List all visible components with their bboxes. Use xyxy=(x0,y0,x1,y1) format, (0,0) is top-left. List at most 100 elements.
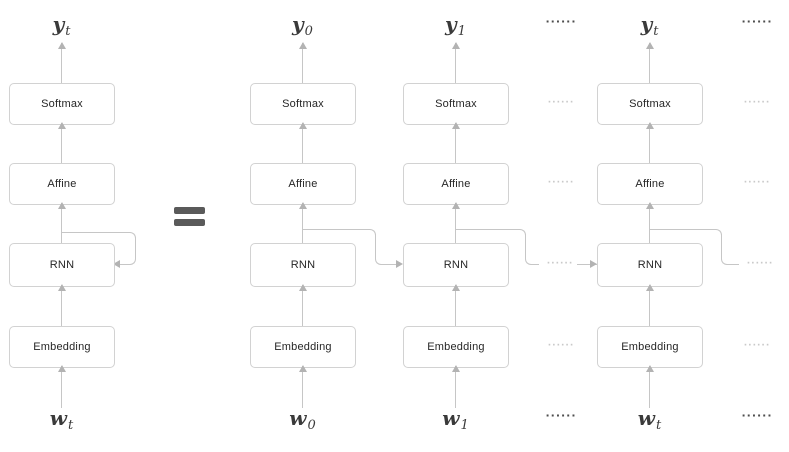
output-subscript: t xyxy=(65,24,71,39)
ellipsis-dots: ...... xyxy=(547,175,575,186)
input-var: w xyxy=(289,406,307,430)
embedding-label: Embedding xyxy=(621,341,679,353)
recurrent-forward-segment xyxy=(721,243,739,265)
recurrent-forward-segment xyxy=(525,243,539,265)
ellipsis-dots: ...... xyxy=(546,256,574,267)
recurrent-loop-segment xyxy=(61,232,136,248)
ellipsis-dots: ...... xyxy=(743,95,771,106)
equals-bar xyxy=(174,207,205,214)
ellipsis-dots: ...... xyxy=(743,175,771,186)
up-arrow xyxy=(452,42,460,83)
up-arrow xyxy=(646,42,654,83)
affine-label: Affine xyxy=(47,178,77,190)
recurrent-forward-arrowhead xyxy=(396,260,403,268)
affine-box: Affine xyxy=(9,163,115,205)
up-arrow xyxy=(299,365,307,408)
embedding-box: Embedding xyxy=(403,326,509,368)
up-arrow xyxy=(646,122,654,163)
recurrent-forward-segment xyxy=(649,229,722,244)
rnn-box: RNN xyxy=(597,243,703,287)
input-var: w xyxy=(49,406,67,430)
input-label: wt xyxy=(609,404,689,433)
output-var: y xyxy=(640,12,653,36)
recurrent-loop-segment xyxy=(119,247,136,265)
embedding-label: Embedding xyxy=(33,341,91,353)
output-var: y xyxy=(52,12,65,36)
rnn-label: RNN xyxy=(49,259,75,271)
softmax-label: Softmax xyxy=(435,98,477,110)
affine-label: Affine xyxy=(441,178,471,190)
up-arrow xyxy=(452,284,460,326)
embedding-box: Embedding xyxy=(597,326,703,368)
softmax-label: Softmax xyxy=(41,98,83,110)
up-arrow xyxy=(452,365,460,408)
softmax-label: Softmax xyxy=(282,98,324,110)
softmax-box: Softmax xyxy=(250,83,356,125)
up-arrow xyxy=(299,42,307,83)
up-arrow xyxy=(58,42,66,83)
up-arrow xyxy=(58,122,66,163)
up-arrow xyxy=(299,284,307,326)
embedding-box: Embedding xyxy=(250,326,356,368)
output-var: y xyxy=(445,12,457,36)
output-subscript: 1 xyxy=(457,24,466,39)
output-label: y1 xyxy=(415,10,495,39)
ellipsis-dots: ...... xyxy=(545,12,577,26)
embedding-box: Embedding xyxy=(9,326,115,368)
input-subscript: t xyxy=(67,418,74,433)
affine-box: Affine xyxy=(403,163,509,205)
input-label: w0 xyxy=(262,404,342,433)
input-label: w1 xyxy=(415,404,495,433)
recurrent-loop-arrowhead xyxy=(113,260,120,268)
softmax-label: Softmax xyxy=(629,98,671,110)
equals-bar xyxy=(174,219,205,226)
ellipsis-dots: ...... xyxy=(746,256,774,267)
rnn-label: RNN xyxy=(637,259,663,271)
recurrent-forward-arrowhead xyxy=(590,260,597,268)
output-label: yt xyxy=(21,10,101,39)
rnn-box: RNN xyxy=(403,243,509,287)
rnn-label: RNN xyxy=(290,259,316,271)
up-arrow xyxy=(299,202,307,243)
softmax-box: Softmax xyxy=(403,83,509,125)
ellipsis-dots: ...... xyxy=(547,95,575,106)
embedding-label: Embedding xyxy=(274,341,332,353)
input-var: w xyxy=(442,406,460,430)
up-arrow xyxy=(646,365,654,408)
affine-box: Affine xyxy=(597,163,703,205)
up-arrow xyxy=(646,284,654,326)
input-subscript: 0 xyxy=(307,418,316,433)
rnn-label: RNN xyxy=(443,259,469,271)
recurrent-forward-segment xyxy=(375,243,400,265)
input-var: w xyxy=(637,406,655,430)
input-label: wt xyxy=(21,404,101,433)
up-arrow xyxy=(299,122,307,163)
ellipsis-dots: ...... xyxy=(545,406,577,420)
output-subscript: 0 xyxy=(304,24,313,39)
affine-box: Affine xyxy=(250,163,356,205)
rnn-box: RNN xyxy=(250,243,356,287)
input-subscript: 1 xyxy=(460,418,469,433)
equals-sign xyxy=(174,207,205,226)
output-var: y xyxy=(292,12,304,36)
output-subscript: t xyxy=(653,24,659,39)
up-arrow xyxy=(58,202,66,243)
up-arrow xyxy=(58,365,66,408)
ellipsis-dots: ...... xyxy=(741,406,773,420)
affine-label: Affine xyxy=(635,178,665,190)
output-label: y0 xyxy=(262,10,342,39)
output-label: yt xyxy=(609,10,689,39)
recurrent-forward-segment xyxy=(302,229,376,244)
recurrent-forward-segment xyxy=(577,264,597,265)
softmax-box: Softmax xyxy=(597,83,703,125)
affine-label: Affine xyxy=(288,178,318,190)
rnn-box: RNN xyxy=(9,243,115,287)
softmax-box: Softmax xyxy=(9,83,115,125)
ellipsis-dots: ...... xyxy=(743,338,771,349)
up-arrow xyxy=(452,202,460,243)
input-subscript: t xyxy=(655,418,662,433)
embedding-label: Embedding xyxy=(427,341,485,353)
ellipsis-dots: ...... xyxy=(741,12,773,26)
up-arrow xyxy=(646,202,654,243)
